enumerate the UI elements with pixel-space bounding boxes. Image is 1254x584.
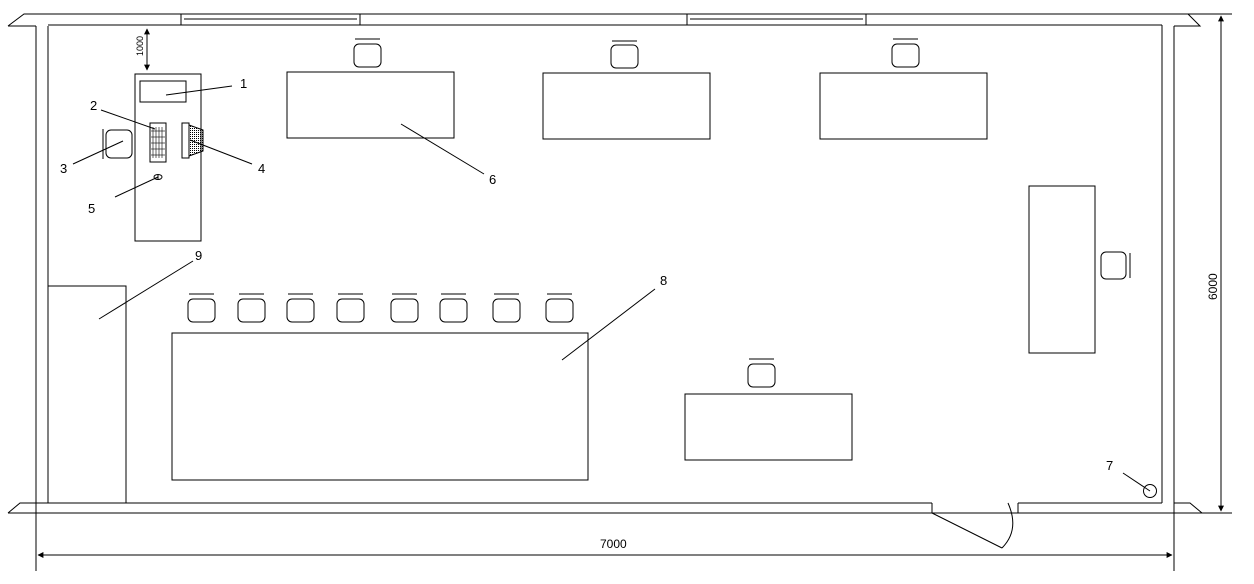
keyboard-keys bbox=[151, 127, 165, 158]
keyboard-device-2 bbox=[149, 122, 167, 163]
chair-top-b bbox=[610, 40, 639, 69]
chair-seat bbox=[286, 298, 315, 323]
dimension-width bbox=[37, 503, 1175, 571]
leader-4 bbox=[189, 139, 253, 165]
outer-wall-bottom-left bbox=[7, 502, 48, 514]
chair-3 bbox=[102, 129, 133, 159]
callout-2: 2 bbox=[90, 98, 97, 113]
leader-2 bbox=[100, 109, 156, 130]
chair-right bbox=[1100, 251, 1131, 280]
leader-3 bbox=[72, 140, 124, 165]
mouse-body bbox=[153, 174, 163, 180]
cabinet-9 bbox=[47, 285, 127, 504]
walls bbox=[7, 13, 1203, 571]
chair-seat bbox=[390, 298, 419, 323]
desk-bottom bbox=[684, 358, 853, 461]
leader-6 bbox=[400, 123, 485, 175]
callout-8: 8 bbox=[660, 273, 667, 288]
leader-5 bbox=[114, 176, 159, 198]
door-swing-arc bbox=[1001, 502, 1014, 549]
monitor-screen bbox=[188, 124, 204, 157]
door-leaf bbox=[931, 512, 1003, 549]
desk-bottom-table bbox=[684, 393, 853, 461]
chair-seat bbox=[1100, 251, 1127, 280]
chair-top-a bbox=[353, 38, 382, 68]
leader-lines bbox=[72, 85, 1151, 492]
room-width-label: 7000 bbox=[600, 537, 627, 551]
callout-9: 9 bbox=[195, 248, 202, 263]
leader-7 bbox=[1122, 472, 1151, 492]
chair-seat bbox=[610, 44, 639, 69]
leader-8 bbox=[561, 288, 656, 361]
callout-4: 4 bbox=[258, 161, 265, 176]
callout-5: 5 bbox=[88, 201, 95, 216]
callout-7: 7 bbox=[1106, 458, 1113, 473]
outer-wall-bottom-right-corner bbox=[1174, 502, 1203, 514]
device-1 bbox=[139, 80, 187, 103]
callout-3: 3 bbox=[60, 161, 67, 176]
chair-row bbox=[187, 293, 574, 323]
room-depth-label: 6000 bbox=[1206, 273, 1220, 300]
chair-seat bbox=[336, 298, 365, 323]
callout-labels: 1 2 3 4 5 6 7 8 9 bbox=[60, 76, 1113, 473]
chair-seat bbox=[439, 298, 468, 323]
chair-seat bbox=[492, 298, 521, 323]
fixture-7 bbox=[1143, 484, 1157, 498]
windows bbox=[180, 13, 867, 26]
desk-6c bbox=[819, 72, 988, 140]
chair-seat bbox=[237, 298, 266, 323]
chair-seat bbox=[545, 298, 574, 323]
chair-seat bbox=[747, 363, 776, 388]
chair-seat bbox=[105, 129, 133, 159]
window-left bbox=[180, 13, 361, 26]
desk-row-top bbox=[286, 38, 988, 140]
chair-seat bbox=[353, 43, 382, 68]
monitor-4 bbox=[181, 122, 204, 159]
large-table bbox=[171, 332, 589, 481]
leader-9 bbox=[98, 260, 194, 320]
monitor-stand bbox=[181, 122, 190, 159]
leader-1 bbox=[165, 85, 233, 96]
door bbox=[931, 502, 1014, 549]
workstation-table bbox=[134, 73, 202, 242]
large-table-8 bbox=[171, 293, 589, 481]
outer-wall-top-right-corner bbox=[1174, 13, 1202, 27]
callout-6: 6 bbox=[489, 172, 496, 187]
desk-right bbox=[1028, 185, 1131, 354]
desk-6b bbox=[542, 72, 711, 140]
chair-top-c bbox=[891, 38, 920, 68]
window-right bbox=[686, 13, 867, 26]
chair-bottom bbox=[747, 358, 776, 388]
callout-1: 1 bbox=[240, 76, 247, 91]
workstation-desk bbox=[134, 73, 204, 242]
clearance-dimension-label: 1000 bbox=[135, 36, 145, 56]
dimension-depth bbox=[1198, 13, 1232, 514]
chair-seat bbox=[891, 43, 920, 68]
chair-seat bbox=[187, 298, 216, 323]
desk-6a bbox=[286, 71, 455, 139]
desk-right-table bbox=[1028, 185, 1096, 354]
outer-wall-top bbox=[7, 13, 1198, 27]
